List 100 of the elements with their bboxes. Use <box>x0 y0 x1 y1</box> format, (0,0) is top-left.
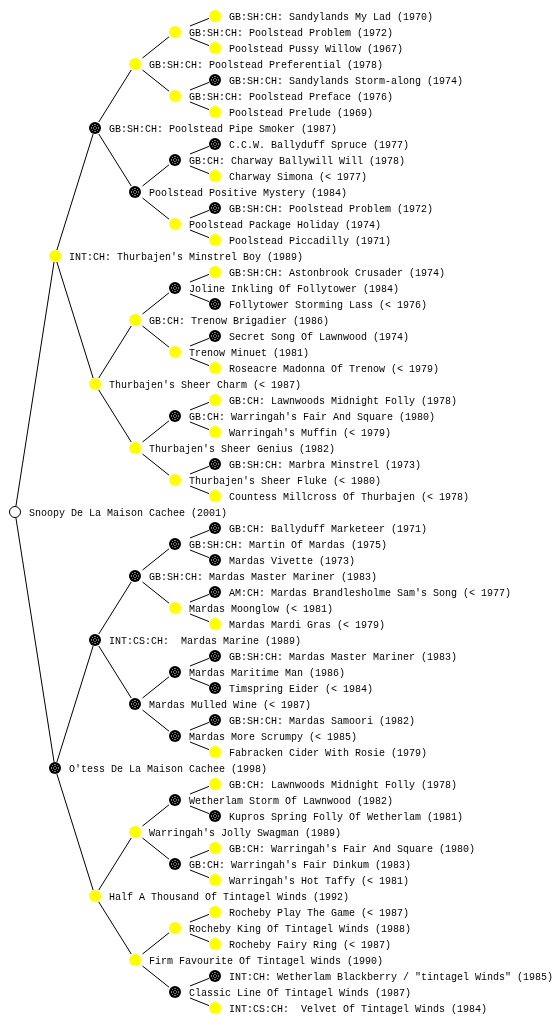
dog-name: GB:CH: Warringah's Fair Dinkum (1983) <box>189 860 412 872</box>
dog-name: Thurbajen's Sheer Fluke (< 1980) <box>189 476 382 488</box>
connector-line <box>142 965 170 988</box>
connector-line <box>142 420 170 443</box>
dog-name: GB:SH:CH: Poolstead Preferential (1978) <box>149 60 384 72</box>
dog-name: Rocheby King Of Tintagel Winds (1988) <box>189 924 412 936</box>
connector-line <box>142 581 170 604</box>
dog-name: GB:SH:CH: Martin Of Mardas (1975) <box>189 540 388 552</box>
dog-name: Rocheby Fairy Ring (< 1987) <box>229 940 392 952</box>
connector-line <box>189 357 210 367</box>
connector-line <box>189 997 210 1007</box>
dog-name: GB:SH:CH: Mardas Master Mariner (1983) <box>149 572 378 584</box>
dog-name: GB:SH:CH: Mardas Master Mariner (1983) <box>229 652 458 664</box>
dog-name: GB:SH:CH: Poolstead Pipe Smoker (1987) <box>109 124 338 136</box>
dog-name: Warringah's Muffin (< 1979) <box>229 428 392 440</box>
connector-line <box>189 165 210 175</box>
connector-line <box>189 401 210 411</box>
dog-name: Half A Thousand Of Tintagel Winds (1992) <box>109 892 350 904</box>
connector-line <box>142 932 170 955</box>
connector-line <box>142 453 170 476</box>
connector-line <box>189 785 210 795</box>
connector-line <box>189 657 210 667</box>
connector-line <box>189 593 210 603</box>
connector-line <box>56 133 94 251</box>
dog-name: Follytower Storming Lass (< 1976) <box>229 300 428 312</box>
dog-name: GB:CH: Trenow Brigadier (1986) <box>149 316 330 328</box>
connector-line <box>142 676 170 699</box>
connector-line <box>56 645 94 763</box>
connector-line <box>189 293 210 303</box>
dog-name: Thurbajen's Sheer Charm (< 1987) <box>109 380 302 392</box>
dog-name: INT:CH: Thurbajen's Minstrel Boy (1989) <box>69 252 304 264</box>
dog-name: GB:CH: Lawnwoods Midnight Folly (1978) <box>229 780 458 792</box>
dog-name: Trenow Minuet (1981) <box>189 348 310 360</box>
connector-line <box>189 721 210 731</box>
dog-name: Poolstead Prelude (1969) <box>229 108 374 120</box>
connector-line <box>189 549 210 559</box>
connector-line <box>98 325 132 379</box>
dog-name: GB:SH:CH: Sandylands My Lad (1970) <box>229 12 434 24</box>
connector-line <box>189 677 210 687</box>
connector-line <box>142 164 170 187</box>
dog-name: Firm Favourite Of Tintagel Winds (1990) <box>149 956 384 968</box>
dog-name: GB:SH:CH: Mardas Samoori (1982) <box>229 716 416 728</box>
connector-line <box>98 581 132 635</box>
connector-line <box>98 645 132 699</box>
dog-name: GB:SH:CH: Poolstead Problem (1972) <box>189 28 394 40</box>
dog-name: Poolstead Positive Mystery (1984) <box>149 188 348 200</box>
connector-line <box>189 337 210 347</box>
dog-name: Timspring Eider (< 1984) <box>229 684 374 696</box>
dog-name: Roseacre Madonna Of Trenow (< 1979) <box>229 364 440 376</box>
connector-line <box>15 261 55 507</box>
connector-line <box>56 261 94 379</box>
connector-line <box>189 101 210 111</box>
dog-name: GB:CH: Warringah's Fair And Square (1980) <box>189 412 436 424</box>
dog-name: GB:SH:CH: Marbra Minstrel (1973) <box>229 460 422 472</box>
connector-line <box>142 36 170 59</box>
dog-name: GB:SH:CH: Sandylands Storm-along (1974) <box>229 76 464 88</box>
connector-line <box>98 69 132 123</box>
connector-line <box>142 548 170 571</box>
dog-name: Joline Inkling Of Follytower (1984) <box>189 284 400 296</box>
dog-name: Fabracken Cider With Rosie (1979) <box>229 748 428 760</box>
dog-name: Warringah's Jolly Swagman (1989) <box>149 828 342 840</box>
connector-line <box>142 837 170 860</box>
dog-name: Kupros Spring Folly Of Wetherlam (1981) <box>229 812 464 824</box>
connector-line <box>189 209 210 219</box>
dog-name: Secret Song Of Lawnwood (1974) <box>229 332 410 344</box>
dog-name: Classic Line Of Tintagel Winds (1987) <box>189 988 412 1000</box>
connector-line <box>189 977 210 987</box>
dog-name: C.C.W. Ballyduff Spruce (1977) <box>229 140 410 152</box>
dog-name: Mardas Maritime Man (1986) <box>189 668 346 680</box>
connector-line <box>189 273 210 283</box>
dog-name: Poolstead Piccadilly (1971) <box>229 236 392 248</box>
connector-line <box>189 81 210 91</box>
dog-name: Mardas More Scrumpy (< 1985) <box>189 732 358 744</box>
dog-name: INT:CH: Wetherlam Blackberry / "tintagel Winds" (1985) <box>229 972 554 984</box>
connector-line <box>189 465 210 475</box>
connector-line <box>189 933 210 943</box>
connector-line <box>142 325 170 348</box>
connector-line <box>189 37 210 47</box>
dog-name: Thurbajen's Sheer Genius (1982) <box>149 444 336 456</box>
connector-line <box>142 709 170 732</box>
connector-line <box>189 613 210 623</box>
dog-name: Mardas Mardi Gras (< 1979) <box>229 620 386 632</box>
dog-name: GB:SH:CH: Poolstead Problem (1972) <box>229 204 434 216</box>
connector-line <box>189 805 210 815</box>
connector-line <box>142 292 170 315</box>
dog-name: INT:CS:CH: Velvet Of Tintagel Winds (1984) <box>229 1004 488 1016</box>
dog-name: GB:CH: Ballyduff Marketeer (1971) <box>229 524 428 536</box>
dog-name: INT:CS:CH: Mardas Marine (1989) <box>109 636 302 648</box>
dog-name: Poolstead Pussy Willow (1967) <box>229 44 404 56</box>
connector-line <box>189 485 210 495</box>
dog-name: Poolstead Package Holiday (1974) <box>189 220 382 232</box>
dog-name: GB:CH: Warringah's Fair And Square (1980) <box>229 844 476 856</box>
connector-line <box>98 901 132 955</box>
dog-name: Rocheby Play The Game (< 1987) <box>229 908 410 920</box>
connector-line <box>56 773 94 891</box>
connector-line <box>189 741 210 751</box>
dog-name: Wetherlam Storm Of Lawnwood (1982) <box>189 796 394 808</box>
dog-name: Mardas Mulled Wine (< 1987) <box>149 700 312 712</box>
dog-name: GB:CH: Charway Ballywill Will (1978) <box>189 156 406 168</box>
connector-line <box>142 69 170 92</box>
